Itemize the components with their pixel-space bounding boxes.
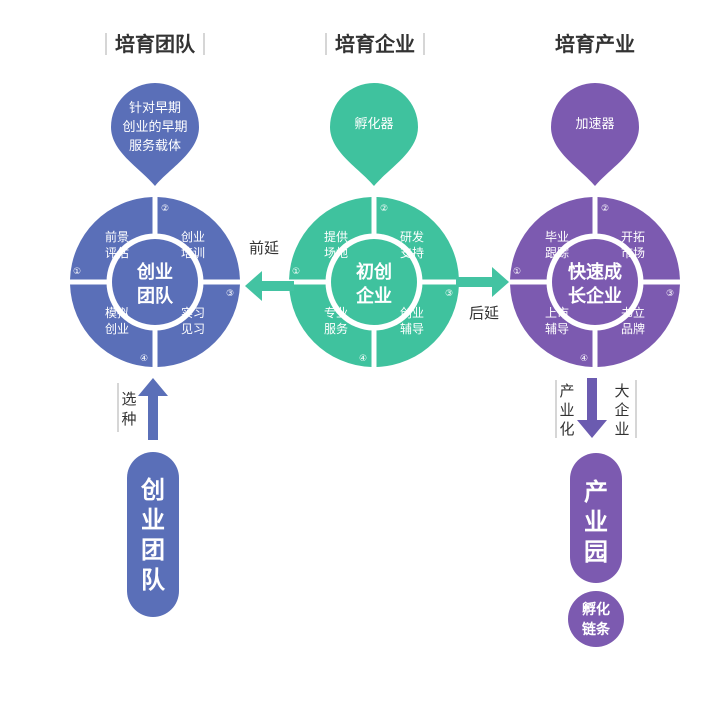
park-pill-char-3: 园	[584, 538, 608, 566]
drop-team-line2: 创业的早期	[122, 119, 187, 135]
enterprise-quadrant-3-label-1: 创业	[400, 306, 424, 320]
header-enterprise: 培育企业	[325, 32, 425, 56]
team-number-3: ③	[226, 289, 234, 299]
team-quadrant-2-label-2: 培训	[181, 245, 205, 260]
arrow-backward-label: 后延	[469, 304, 499, 322]
chain-badge: 孵化 链条	[568, 591, 624, 647]
enterprise-center-line-2: 企业	[355, 285, 392, 307]
arrow-industrialize: 产 业 化 大 企 业	[555, 378, 637, 438]
header-team-text: 培育团队	[115, 32, 196, 56]
enterprise-quadrant-1-label-1: 提供	[324, 229, 348, 244]
drop-industry: 加速器	[551, 83, 639, 186]
drop-team-line1: 针对早期	[129, 101, 181, 116]
team-quadrant-3-label-2: 见习	[181, 322, 205, 336]
arrow-backward: 后延	[456, 267, 509, 322]
industrialize-label-3: 化	[559, 420, 574, 438]
enterprise-number-4: ④	[359, 354, 367, 364]
industry-number-3: ③	[666, 289, 674, 299]
industry-quadrant-1-label-1: 毕业	[545, 230, 569, 244]
enterprise-number-2: ②	[380, 204, 388, 214]
enterprise-number-1: ①	[292, 267, 300, 277]
team-number-2: ②	[161, 204, 169, 214]
team-pill-char-2: 业	[141, 506, 165, 534]
drop-industry-text: 加速器	[575, 117, 614, 132]
industry-number-2: ②	[601, 204, 609, 214]
team-number-4: ④	[140, 354, 148, 364]
industry-quadrant-4-label-1: 上市	[545, 305, 569, 320]
industry-number-4: ④	[580, 354, 588, 364]
enterprise-number-3: ③	[445, 289, 453, 299]
park-pill: 产 业 园	[570, 453, 622, 583]
industrialize-label-2: 业	[559, 401, 574, 419]
industry-center-line-2: 长企业	[568, 285, 622, 307]
enterprise-center-line-1: 初创	[356, 261, 392, 283]
team-pill: 创 业 团 队	[127, 452, 179, 617]
chain-line-2: 链条	[582, 621, 611, 638]
header-team: 培育团队	[105, 32, 205, 56]
select-label-2: 种	[121, 410, 136, 428]
select-label-1: 选	[121, 390, 136, 408]
team-quadrant-2-label-1: 创业	[181, 230, 205, 244]
team-quadrant-3-label-1: 实习	[181, 305, 205, 320]
enterprise-quadrant-4-label-1: 专业	[324, 305, 348, 320]
industry-number-1: ①	[513, 267, 521, 277]
enterprise-quadrant-2-label-2: 支持	[400, 245, 424, 260]
arrow-forward: 前延	[245, 239, 294, 301]
industry-quadrant-2-label-1: 开拓	[621, 230, 645, 244]
header-industry: 培育产业	[555, 32, 635, 56]
team-pill-char-4: 队	[141, 566, 166, 594]
industry-quadrant-2-label-2: 市场	[621, 245, 645, 260]
team-pill-char-3: 团	[141, 536, 165, 564]
drop-team-line3: 服务载体	[129, 138, 181, 154]
industry-quadrant-3-label-1: 书立	[621, 305, 645, 320]
arrow-select: 选 种	[117, 378, 168, 440]
enterprise-quadrant-3-label-2: 辅导	[400, 322, 424, 336]
header-industry-text: 培育产业	[555, 32, 635, 56]
drop-enterprise-text: 孵化器	[354, 117, 393, 132]
team-center-line-2: 团队	[137, 285, 174, 307]
industry-center-line-1: 快速成	[568, 261, 622, 283]
arrow-forward-label: 前延	[249, 239, 279, 257]
chain-line-1: 孵化	[582, 601, 610, 618]
enterprise-quadrant-4-label-2: 服务	[324, 321, 348, 336]
industry-quadrant-4-label-2: 辅导	[545, 322, 569, 336]
park-pill-char-1: 产	[584, 478, 608, 506]
industry-center-disc	[552, 239, 638, 325]
enterprise-center-disc	[331, 239, 417, 325]
industrialize-label-1: 产	[559, 382, 574, 400]
drop-enterprise: 孵化器	[330, 83, 418, 186]
team-center-line-1: 创业	[136, 261, 173, 283]
big-enterprise-label-1: 大	[614, 382, 629, 400]
header-enterprise-text: 培育企业	[335, 32, 415, 56]
team-center-disc	[112, 239, 198, 325]
industry-quadrant-1-label-2: 跟踪	[545, 246, 569, 260]
big-enterprise-label-3: 业	[614, 420, 629, 438]
big-enterprise-label-2: 企	[614, 401, 629, 419]
team-pill-char-1: 创	[140, 476, 165, 504]
team-quadrant-4-label-2: 创业	[105, 322, 129, 336]
park-pill-char-2: 业	[584, 508, 608, 536]
enterprise-quadrant-2-label-1: 研发	[400, 229, 424, 244]
industry-quadrant-3-label-2: 品牌	[621, 322, 645, 336]
enterprise-quadrant-1-label-2: 场地	[324, 246, 348, 260]
team-quadrant-1-label-2: 评估	[105, 246, 129, 260]
team-quadrant-4-label-1: 模拟	[105, 306, 129, 320]
team-quadrant-1-label-1: 前景	[105, 229, 129, 244]
team-number-1: ①	[73, 267, 81, 277]
drop-team: 针对早期 创业的早期 服务载体	[111, 83, 199, 186]
